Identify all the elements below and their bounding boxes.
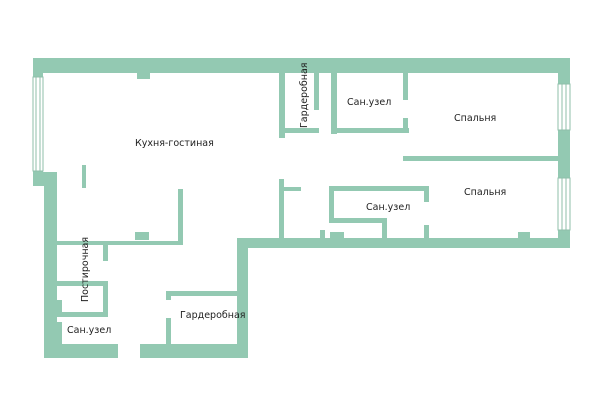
label-wardrobe-top: Гардеробная [299,62,310,128]
window-right-bottom [557,177,571,231]
label-bathroom-top: Сан.узел [347,97,391,108]
kitchen-living-partitions [57,165,183,245]
laundry-bathroom-walls [57,243,108,346]
wall-bottom-main [237,238,570,248]
wall-bottom-right [140,344,248,358]
label-bedroom-top: Спальня [454,113,496,124]
wall-left-lower [44,176,57,358]
label-bathroom-bottom: Сан.узел [67,325,111,336]
wall-inner-right-vertical [237,238,248,358]
bedroom-divider [403,156,558,161]
window-left [32,76,44,172]
window-right-top [557,83,571,131]
wall-top [33,58,570,73]
wall-pillars [135,73,530,240]
wardrobe-top-walls [279,70,319,138]
label-kitchen-living: Кухня-гостиная [135,138,214,149]
label-bedroom-bottom: Спальня [464,187,506,198]
wardrobe-bottom-walls [166,291,238,346]
wall-bottom-left [44,344,118,358]
bathroom-top-walls [331,70,409,134]
label-wardrobe-bottom: Гардеробная [180,310,246,321]
label-bathroom-middle: Сан.узел [366,202,410,213]
bathroom-middle-walls [279,179,429,242]
label-laundry: Постирочная [80,237,91,302]
